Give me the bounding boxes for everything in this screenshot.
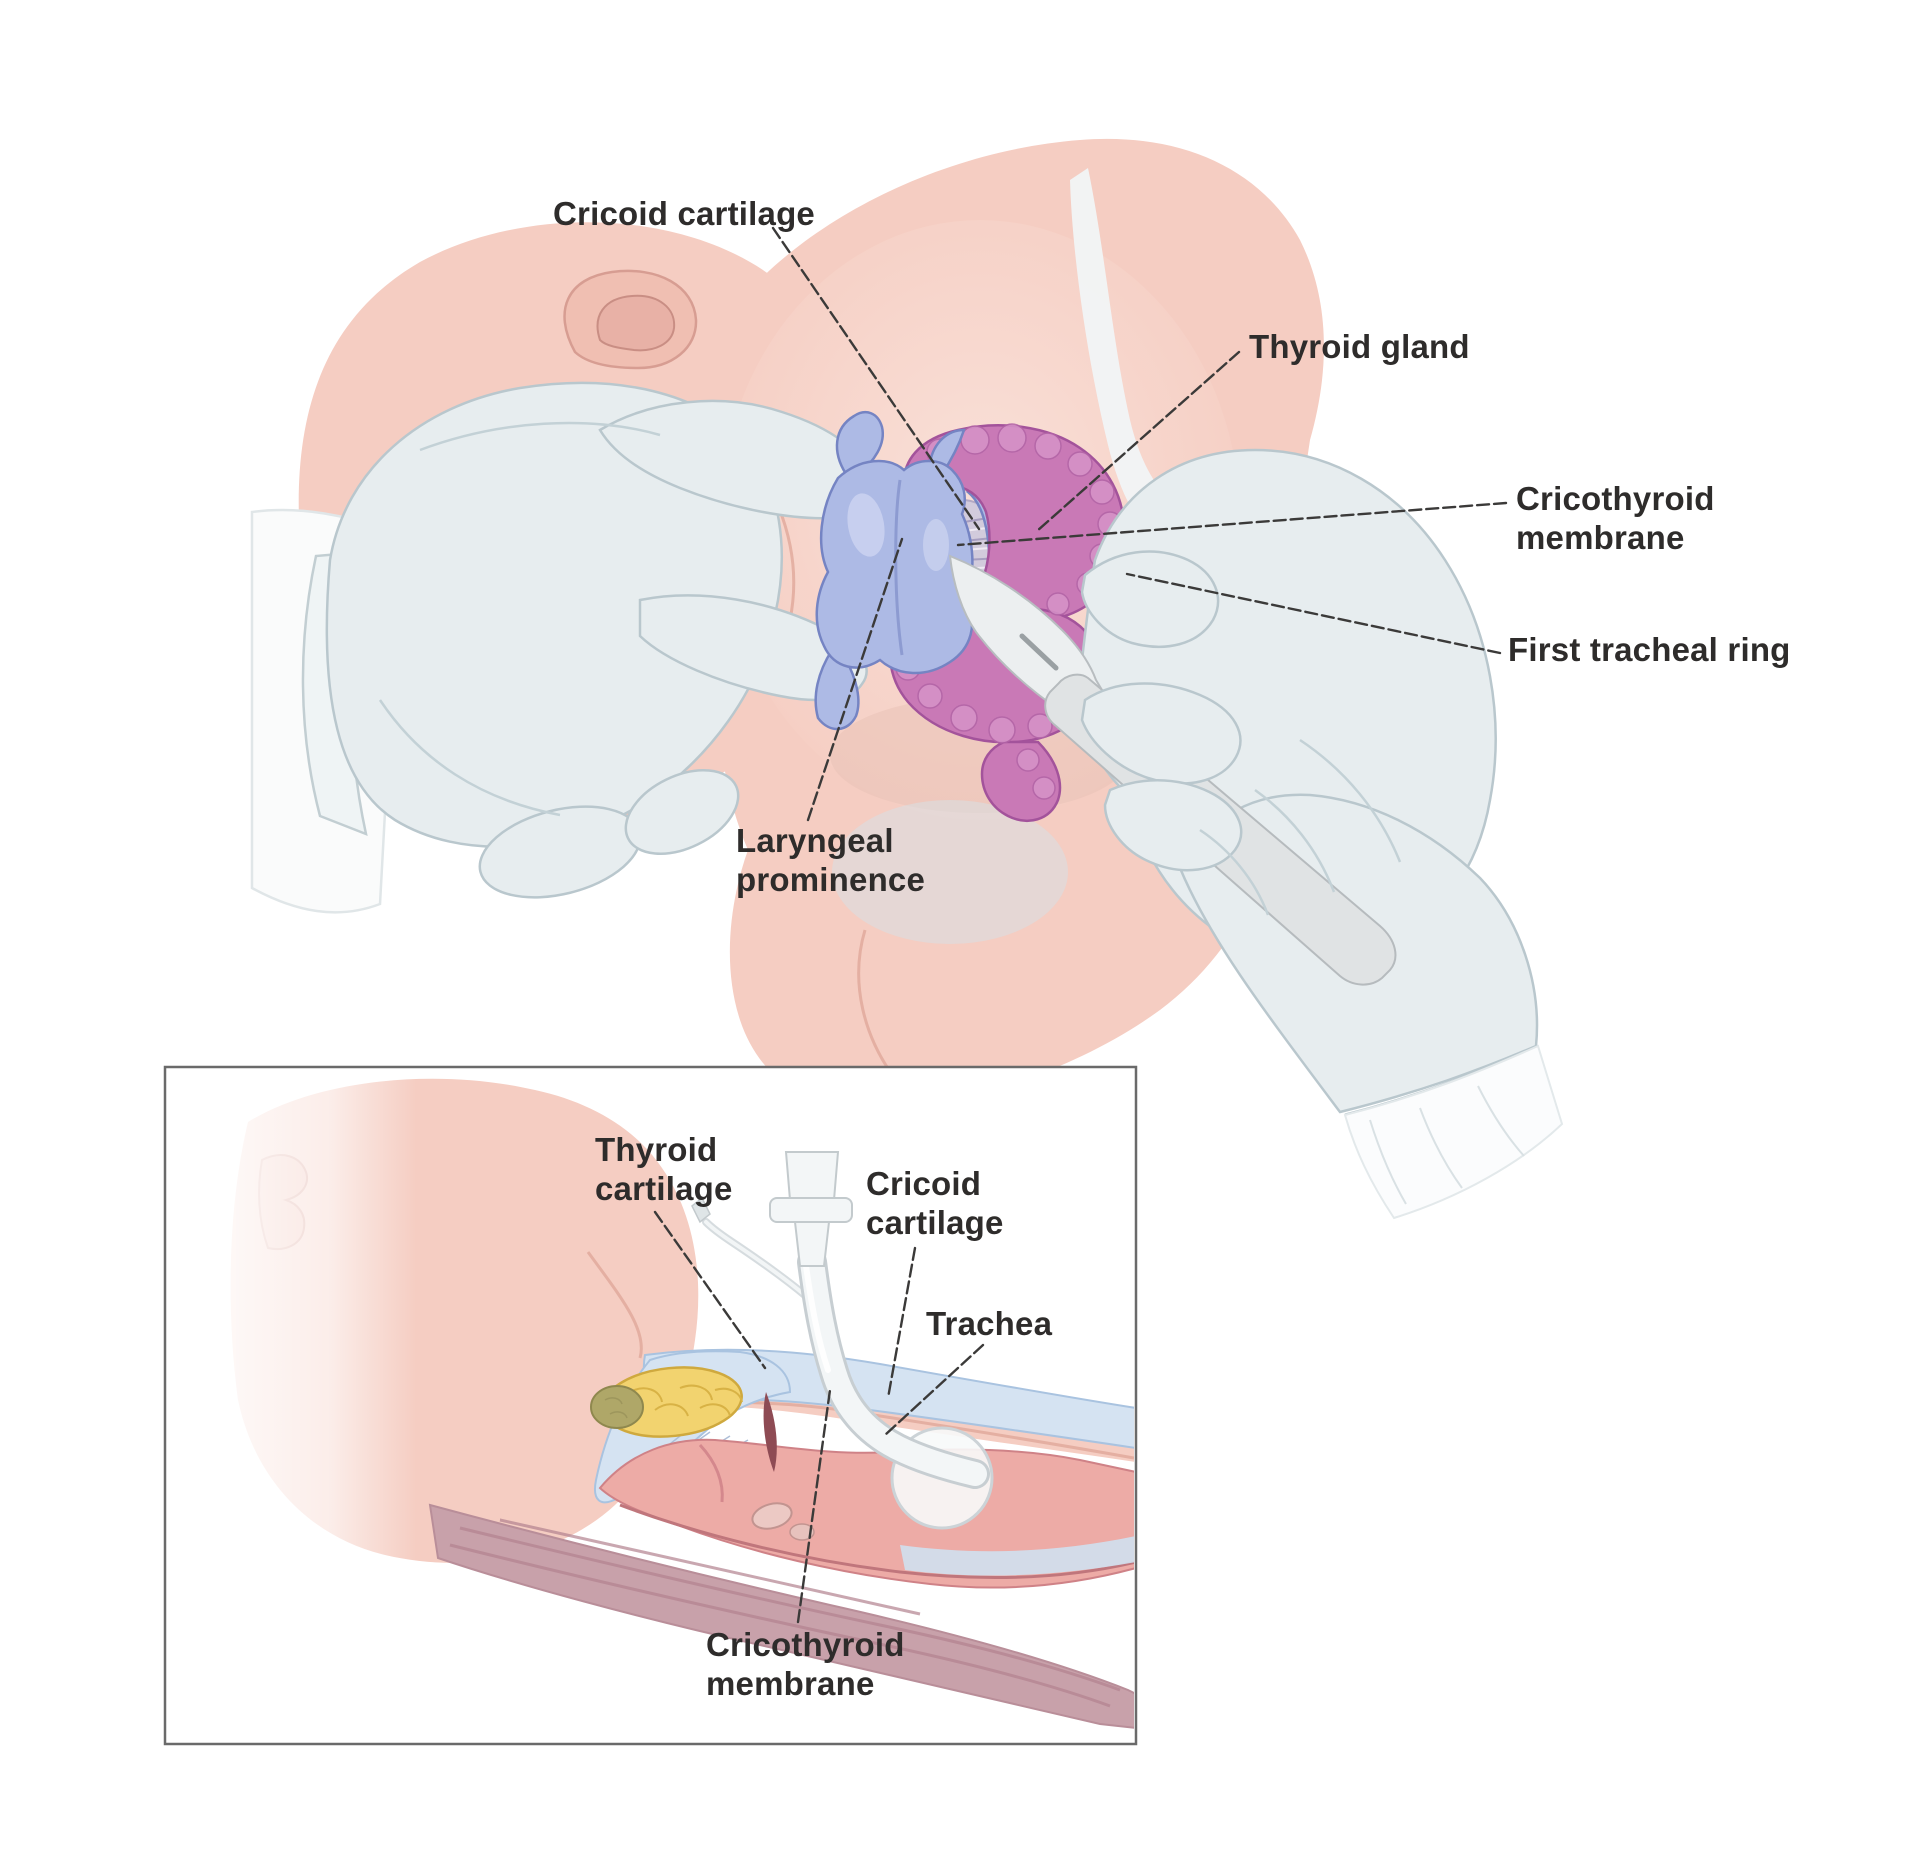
- clavicle-bone: [1070, 168, 1365, 577]
- thyroid-cartilage: [814, 411, 974, 731]
- superior-horn: [835, 411, 885, 476]
- gland-isthmus: [980, 740, 1062, 822]
- label-inset-cricothyroid-membrane: Cricothyroid membrane: [706, 1626, 905, 1702]
- right-thumb: [1080, 682, 1242, 785]
- label-cricoid-cartilage: Cricoid cartilage: [553, 195, 815, 232]
- cartilage-highlight-2: [923, 519, 949, 571]
- leader-cricoid-cartilage: [771, 226, 981, 531]
- tube-highlight: [803, 1263, 831, 1373]
- tube-connector-neck: [793, 1221, 831, 1267]
- leader-first-tracheal-ring: [1125, 572, 1502, 655]
- leader-inset-cricothyroid-membrane: [796, 1388, 832, 1624]
- right-middle-finger: [1103, 779, 1243, 872]
- right-index-finger: [1080, 550, 1220, 648]
- fat-olive-texture: [604, 1397, 628, 1419]
- cartilage-nodule-1: [751, 1502, 793, 1530]
- label-inset-thyroid-cartilage: Thyroid cartilage: [595, 1131, 733, 1207]
- ear-upper-inner: [596, 294, 676, 352]
- inset-face-fade: [167, 1069, 417, 1742]
- label-thyroid-gland: Thyroid gland: [1249, 328, 1470, 365]
- epiglottis-curve: [698, 1443, 724, 1503]
- muscle-streaks: [449, 1518, 1121, 1708]
- larynx-body: [598, 1438, 1134, 1589]
- main-panel: [250, 138, 1564, 1220]
- pilot-connector: [691, 1196, 711, 1224]
- left-glove-fold: [419, 421, 661, 452]
- left-hand-glove: [250, 381, 872, 914]
- inset-airway-tube: [691, 1151, 994, 1530]
- muscle-body: [428, 1503, 1134, 1729]
- label-inset-trachea: Trachea: [926, 1305, 1053, 1342]
- inset-content: [167, 1069, 1134, 1742]
- right-hand-fingers: [1080, 550, 1564, 1220]
- leader-inset-cricoid-cartilage: [886, 1246, 917, 1400]
- leader-laryngeal-prominence: [806, 537, 904, 822]
- left-thumb: [638, 594, 868, 702]
- pilot-line-core: [704, 1220, 808, 1298]
- larynx-posterior-wall: [619, 1503, 1134, 1579]
- leader-cricothyroid-membrane: [956, 501, 1508, 547]
- vocal-fold-slit: [763, 1392, 777, 1472]
- label-cricothyroid-membrane: Cricothyroid membrane: [1516, 480, 1715, 556]
- hand-shadow: [832, 800, 1068, 944]
- tube-connector-flange: [769, 1197, 853, 1223]
- label-inset-cricoid-cartilage: Cricoid cartilage: [866, 1165, 1004, 1241]
- cartilage-nodule-2: [789, 1523, 815, 1541]
- leader-inset-trachea: [883, 1343, 985, 1437]
- posterior-membrane-strip: [900, 1536, 1134, 1576]
- right-sleeve: [1343, 1044, 1564, 1220]
- cartilage-highlight-1: [847, 493, 885, 557]
- cartilage-midline: [894, 479, 904, 656]
- leader-inset-thyroid-cartilage: [653, 1210, 767, 1370]
- inset-muscle-band: [428, 1503, 1134, 1729]
- fat-olive-end: [590, 1385, 644, 1429]
- label-laryngeal-prominence: Laryngeal prominence: [736, 822, 926, 898]
- right-sleeve-folds: [1369, 1085, 1525, 1205]
- inset-panel: [163, 1065, 1138, 1746]
- left-glove-fold2: [378, 699, 561, 817]
- scalpel-blade-slot: [1019, 633, 1059, 671]
- left-knuckle-2: [624, 769, 740, 855]
- right-knuckle-folds: [1199, 738, 1402, 916]
- tube-connector-shaft: [784, 1151, 840, 1201]
- leader-thyroid-gland: [1035, 350, 1241, 533]
- main-leader-lines: [771, 226, 1508, 822]
- inset-larynx-trachea: [598, 1392, 1134, 1589]
- inset-leader-lines: [653, 1210, 985, 1624]
- label-first-tracheal-ring: First tracheal ring: [1508, 631, 1791, 668]
- fat-lobules: [629, 1384, 743, 1417]
- inset-jaw-line: [586, 1251, 643, 1359]
- tube-body: [800, 1250, 987, 1486]
- inset-fat-pad: [590, 1366, 743, 1438]
